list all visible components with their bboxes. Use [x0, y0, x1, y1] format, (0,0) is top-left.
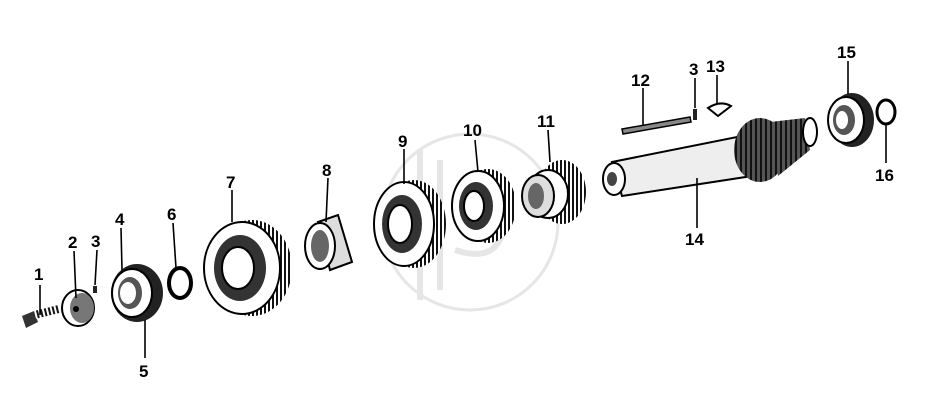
callout-6: 6	[167, 205, 176, 224]
part-8-sleeve	[304, 213, 354, 272]
part-9-gear	[373, 180, 446, 268]
callout-4: 4	[115, 210, 125, 229]
part-14-shaft	[602, 117, 818, 198]
callout-8: 8	[322, 161, 331, 180]
callout-3a: 3	[91, 232, 100, 251]
part-13-key	[706, 102, 733, 118]
callout-15: 15	[837, 43, 856, 62]
callout-12: 12	[631, 71, 650, 90]
callout-9: 9	[398, 132, 407, 151]
callout-1: 1	[34, 265, 43, 284]
callout-3b: 3	[689, 60, 698, 79]
callout-7: 7	[226, 173, 235, 192]
callout-11: 11	[537, 112, 555, 131]
callout-5: 5	[139, 362, 148, 381]
callout-10: 10	[463, 121, 482, 140]
part-15-bearing	[827, 93, 874, 147]
part-7-gear	[203, 220, 292, 316]
leader-lines	[39, 61, 887, 358]
part-3b-pin	[693, 109, 697, 120]
part-10-gear	[451, 169, 516, 243]
part-4-5-bearing	[111, 264, 163, 322]
part-12-rod	[621, 116, 692, 135]
callout-labels: 1 2 3 4 5 6 7 8 9 10 11 12 3 13 14 15 16	[34, 43, 894, 381]
callout-16: 16	[875, 166, 894, 185]
part-1-bolt	[22, 304, 62, 328]
callout-14: 14	[685, 230, 704, 249]
part-6-snap-ring	[167, 266, 193, 300]
callout-2: 2	[68, 233, 77, 252]
callout-13: 13	[706, 57, 725, 76]
part-11-gear	[521, 160, 586, 224]
part-16-ring	[875, 98, 897, 126]
part-2-washer	[61, 289, 95, 327]
part-3-pin	[93, 286, 97, 293]
